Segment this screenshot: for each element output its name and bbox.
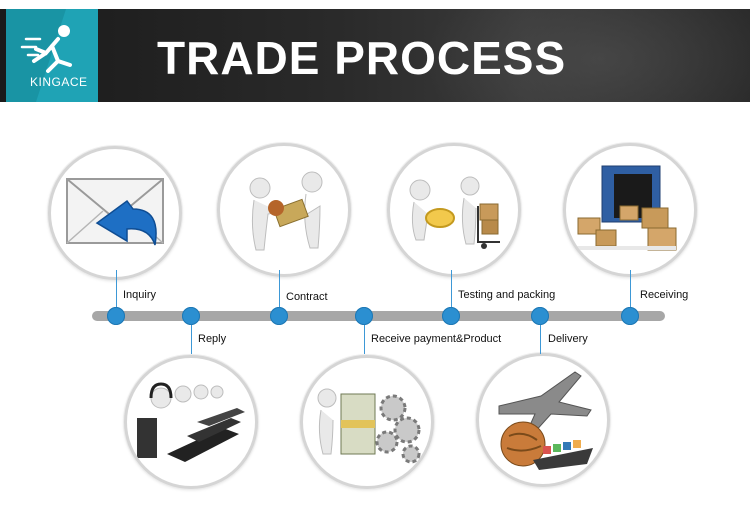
node-reply [182,307,200,325]
header-banner: KINGACE TRADE PROCESS [0,9,750,102]
envelope-reply-icon [66,178,164,246]
stem-inquiry [116,270,117,311]
stem-testing [451,270,452,311]
stem-reply [191,320,192,354]
label-testing: Testing and packing [458,289,556,301]
contract-image [217,143,351,277]
timeline-bar [92,311,665,321]
call-center-icon [137,382,245,462]
stem-contract [279,270,280,311]
logo-text: KINGACE [30,75,88,89]
handshake-contract-icon [249,171,323,251]
kingace-logo [6,9,98,102]
label-reply: Reply [198,333,227,345]
label-inquiry: Inquiry [123,289,157,301]
node-inquiry [107,307,125,325]
label-contract: Contract [286,291,328,303]
testing-packing-image [387,143,521,277]
reply-image [124,355,258,489]
stem-delivery [540,320,541,354]
page-title: TRADE PROCESS [157,32,567,84]
receive-payment-image [300,355,434,489]
node-payment [355,307,373,325]
inquiry-image [48,146,182,280]
node-receiving [621,307,639,325]
label-payment: Receive payment&Product [371,333,502,345]
money-gears-icon [317,388,421,464]
receiving-image [563,143,697,277]
stem-receiving [630,270,631,311]
stem-payment [364,320,365,354]
label-delivery: Delivery [548,333,588,345]
container-boxes-icon [576,165,677,251]
node-contract [270,307,288,325]
node-testing [442,307,460,325]
plane-ship-globe-icon [498,371,593,470]
label-receiving: Receiving [640,289,689,301]
inspection-packing-icon [409,176,500,249]
delivery-image [476,353,610,487]
node-delivery [531,307,549,325]
